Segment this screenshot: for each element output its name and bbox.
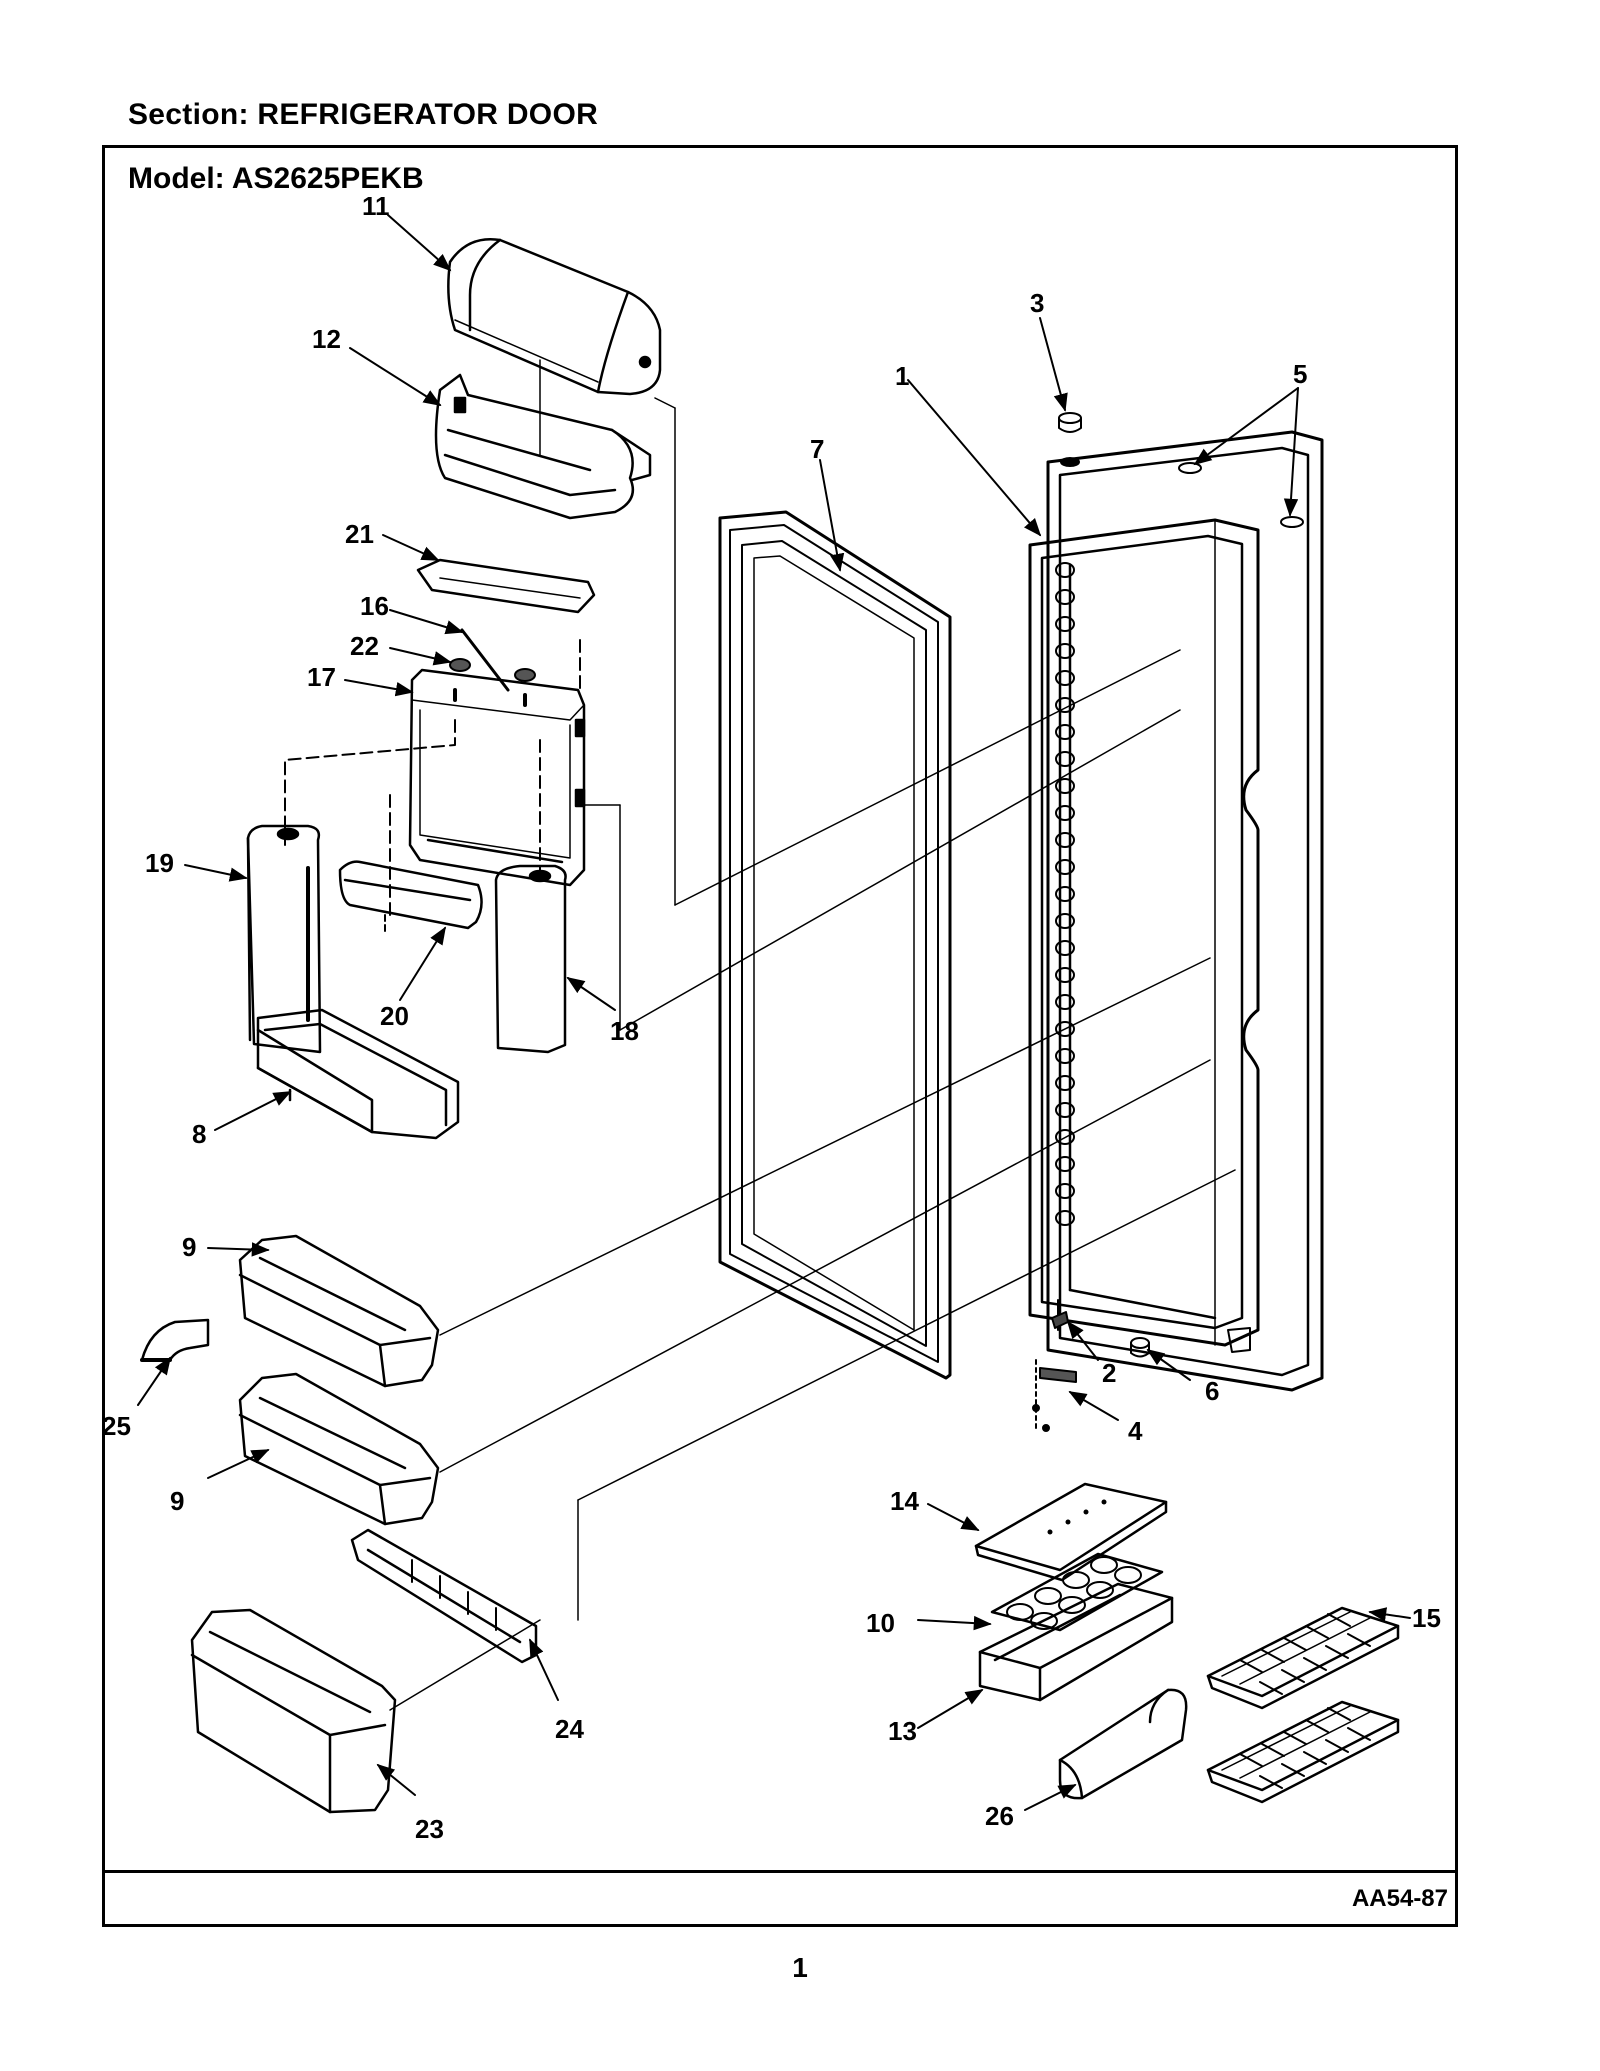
page-number: 1 (792, 1952, 808, 1983)
door-gasket-part-7 (718, 510, 952, 1380)
hinge-bushing-part-3 (1058, 412, 1082, 467)
alignment-lines (284, 639, 581, 916)
callout-11: 11 (362, 191, 390, 221)
callout-7: 7 (810, 434, 824, 464)
ice-cube-tray-part-15-upper (1206, 1606, 1400, 1710)
dispenser-cover-part-11 (447, 238, 662, 456)
ice-bin-part-13 (978, 1582, 1174, 1702)
callout-15: 15 (1412, 1603, 1441, 1633)
plug-part-5 (1178, 462, 1304, 528)
callout-24: 24 (555, 1714, 584, 1744)
footer-divider (102, 1870, 1458, 1873)
callout-22: 22 (350, 631, 379, 661)
callout-12: 12 (312, 324, 341, 354)
large-bin-part-23 (190, 1608, 397, 1814)
model-number: Model: AS2625PEKB (128, 162, 424, 195)
leader-arrows (137, 214, 1411, 1811)
callout-8: 8 (192, 1119, 206, 1149)
callout-3: 3 (1030, 288, 1044, 318)
door-bin-part-9-lower (238, 1372, 440, 1526)
clip-part-25 (140, 1318, 210, 1362)
callout-4: 4 (1128, 1416, 1143, 1446)
shelf-bin-part-8 (256, 1008, 460, 1140)
callout-2: 2 (1102, 1358, 1116, 1388)
door-bin-part-9-upper (238, 1234, 440, 1388)
side-panel-part-19 (246, 824, 322, 1054)
projection-lines (389, 397, 1236, 1711)
callout-1: 1 (895, 361, 909, 391)
diagram-frame (102, 145, 1458, 1927)
callout-13: 13 (888, 1716, 917, 1746)
callout-20: 20 (380, 1001, 409, 1031)
bin-rail-part-24 (350, 1528, 538, 1664)
drip-tray-part-20 (338, 860, 483, 936)
callout-25: 25 (102, 1411, 131, 1441)
callout-16: 16 (360, 591, 389, 621)
callout-26: 26 (985, 1801, 1014, 1831)
callout-labels: 11 12 21 16 22 17 19 20 18 8 9 9 25 24 2… (102, 191, 1441, 1844)
callout-17: 17 (307, 662, 336, 692)
callout-19: 19 (145, 848, 174, 878)
callout-23: 23 (415, 1814, 444, 1844)
drawing-number: AA54-87 (1351, 1885, 1448, 1912)
dispenser-housing-part-17 (408, 668, 586, 887)
callout-9-lower: 9 (170, 1486, 184, 1516)
section-title: Section: REFRIGERATOR DOOR (128, 98, 599, 131)
ice-scoop-part-26 (1058, 1688, 1188, 1800)
callout-9-upper: 9 (182, 1232, 196, 1262)
callout-10: 10 (866, 1608, 895, 1638)
door-assembly-part-1 (1028, 430, 1324, 1392)
callout-21: 21 (345, 519, 374, 549)
panel-part-21 (416, 558, 596, 614)
callout-14: 14 (890, 1486, 919, 1516)
lever-part-22 (449, 658, 536, 682)
callout-18: 18 (610, 1016, 639, 1046)
side-panel-part-18 (494, 864, 567, 1054)
callout-5: 5 (1293, 359, 1307, 389)
dispenser-tray-part-12 (434, 373, 652, 520)
ice-cube-tray-part-15-lower (1206, 1700, 1400, 1804)
callout-6: 6 (1205, 1376, 1219, 1406)
